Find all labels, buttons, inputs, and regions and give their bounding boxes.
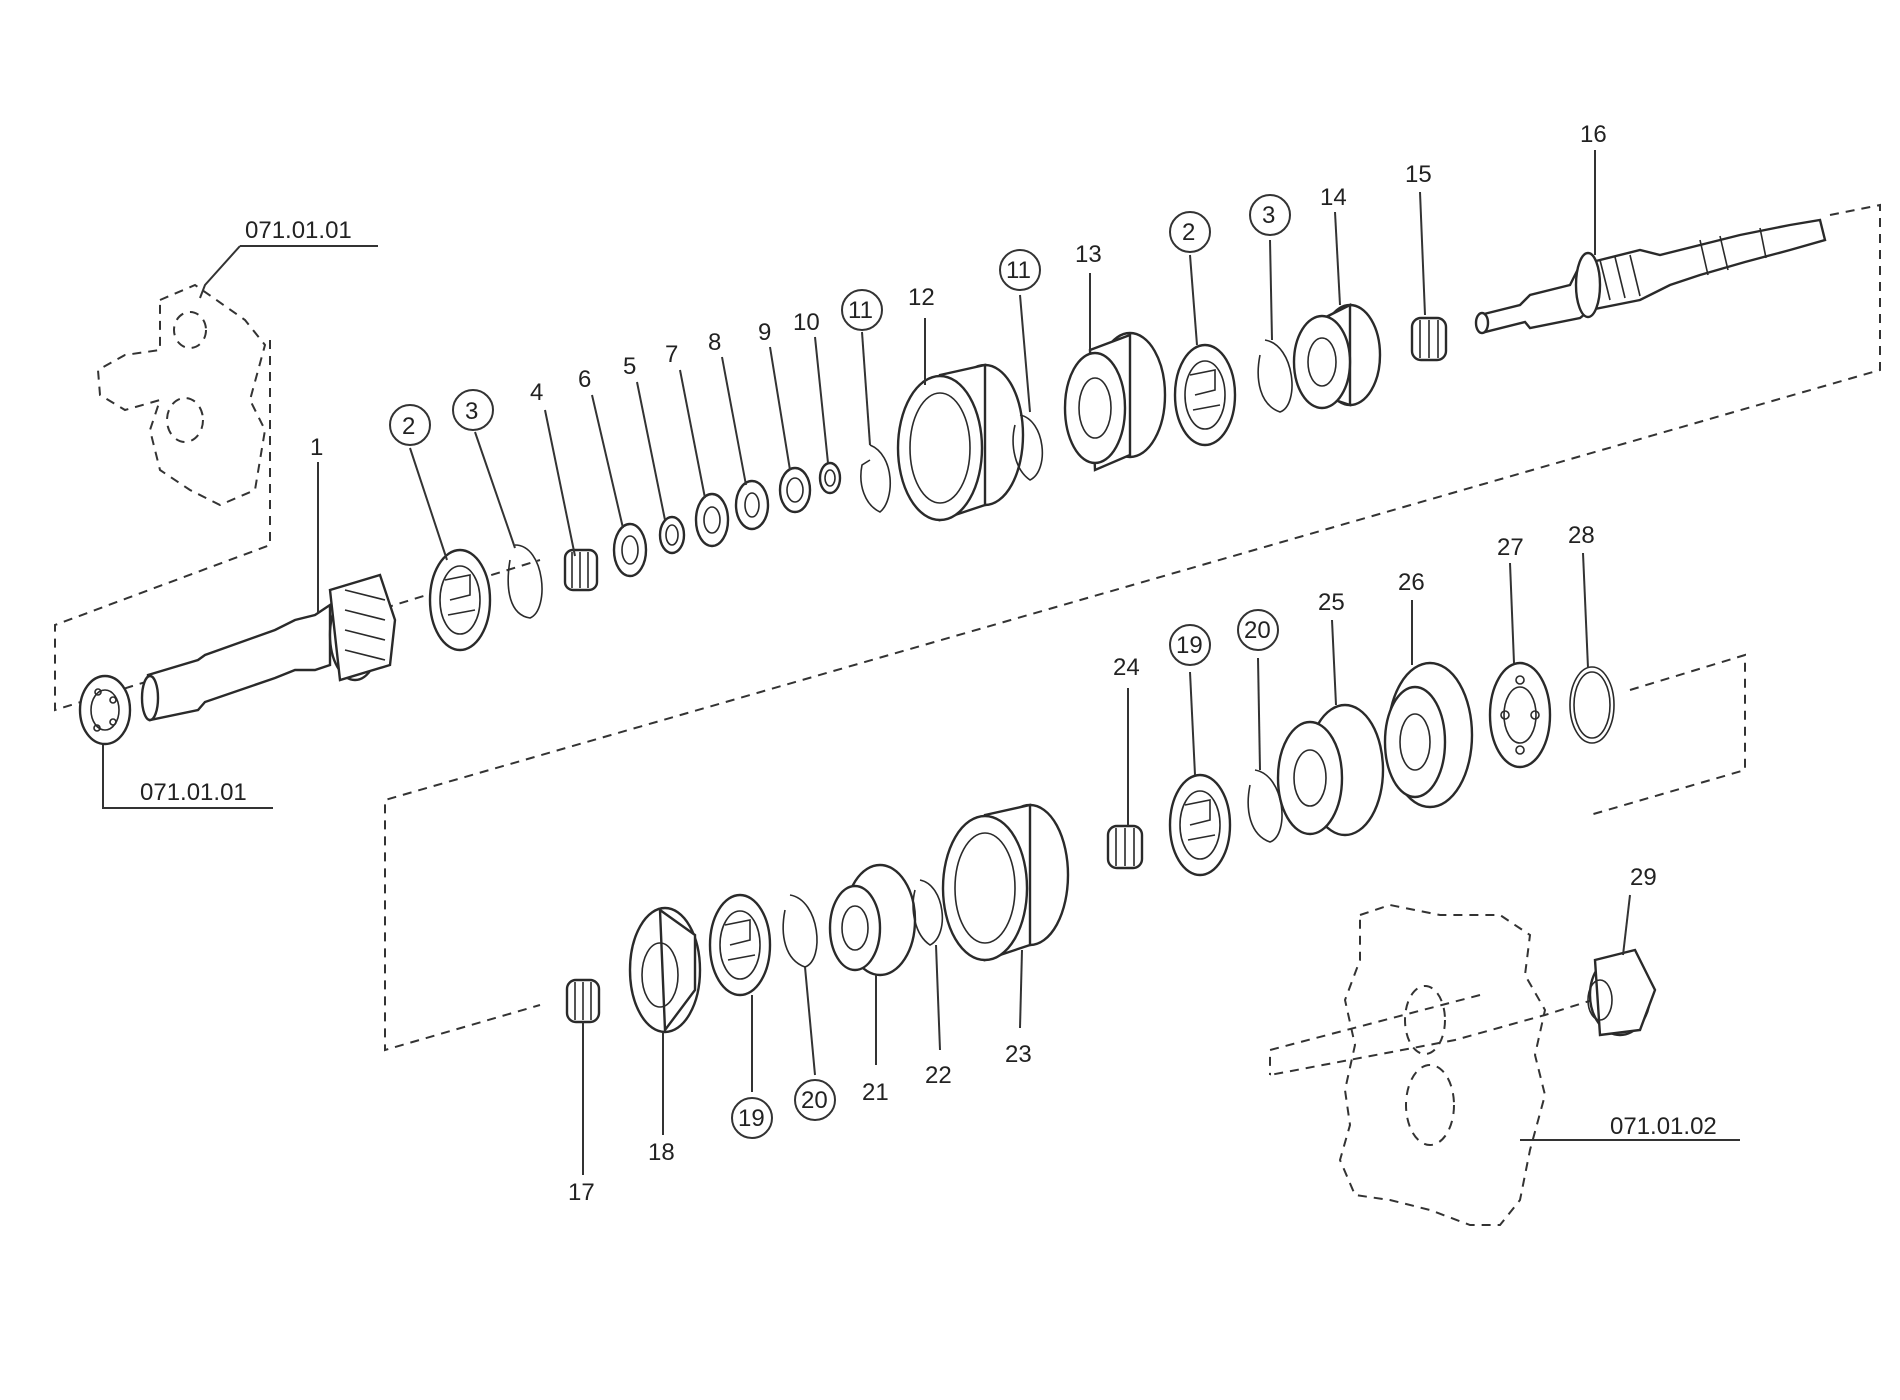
callout-27: 27 [1497,534,1524,561]
bearing-left-end [78,674,132,746]
synchro-sleeve-12 [896,363,1025,522]
callout-23: 23 [1005,1041,1032,1068]
synchro-ring-2a [428,548,492,652]
ref-label-top: 071.01.01 [199,217,378,299]
thrust-bearing-7 [694,492,730,548]
main-shaft-16 [1474,218,1827,335]
callout-10: 10 [793,309,820,336]
needle-bearing-17 [565,978,601,1024]
callout-15: 15 [1405,161,1432,188]
callout-11a: 11 [848,297,873,324]
callout-24: 24 [1113,654,1140,681]
ball-bearing-27 [1488,661,1552,769]
ref-text-right: 071.01.02 [1610,1113,1717,1140]
leader-lines [317,150,1631,1175]
callout-20a: 20 [801,1087,828,1114]
spring-ring-3a [507,544,543,619]
callout-19b: 19 [1176,632,1203,659]
callout-numbers: 1 2 3 4 6 5 7 8 9 10 11 12 11 13 2 3 14 … [310,121,1657,1206]
ref-text-left: 071.01.01 [140,779,247,806]
ref-label-left: 071.01.01 [102,742,273,809]
synchro-hub-25 [1276,703,1385,837]
callout-5: 5 [623,353,636,380]
thrust-washer-8 [734,479,770,531]
callout-8: 8 [708,329,721,356]
callout-14: 14 [1320,184,1347,211]
callout-3b: 3 [1262,202,1275,229]
bushing-6 [612,522,648,578]
callout-25: 25 [1318,589,1345,616]
phantom-cover-top [96,283,267,507]
synchro-hub-14 [1292,303,1382,410]
phantom-housing-bottom [1338,903,1547,1226]
spring-ring-20a [782,894,818,968]
callout-2b: 2 [1182,219,1195,246]
callout-1: 1 [310,434,323,461]
callout-20b: 20 [1244,617,1271,644]
needle-bearing-15 [1410,316,1448,362]
synchro-sleeve-23 [941,803,1070,962]
input-shaft [140,573,397,722]
callout-16: 16 [1580,121,1607,148]
callout-28: 28 [1568,522,1595,549]
gear-18 [628,906,702,1034]
circlip-11a [860,444,891,513]
synchro-ring-2b [1173,343,1237,447]
callout-19a: 19 [738,1105,765,1132]
callout-22: 22 [925,1062,952,1089]
callout-13: 13 [1075,241,1102,268]
snap-ring-28 [1569,666,1615,744]
housing-boundary [1269,968,1641,1076]
callout-4: 4 [530,379,543,406]
spring-ring-20b [1247,769,1283,843]
callout-12: 12 [908,284,935,311]
washer-5 [658,515,686,555]
synchro-ring-19b [1168,773,1232,877]
ref-text-top: 071.01.01 [245,217,352,244]
callout-circles [389,194,1291,1139]
callout-9: 9 [758,319,771,346]
ring-10 [818,461,842,495]
ref-label-right: 071.01.02 [1520,1113,1740,1141]
callout-2a: 2 [402,413,415,440]
synchro-ring-19a [708,893,772,997]
callout-29: 29 [1630,864,1657,891]
callout-26: 26 [1398,569,1425,596]
needle-bearing-4 [563,548,599,592]
callout-11b: 11 [1006,257,1031,284]
gear-26 [1383,661,1474,809]
callout-6: 6 [578,366,591,393]
lower-shaft-boundary [1589,653,1746,816]
circlip-11b [1012,414,1044,481]
circlip-22 [912,879,944,946]
callout-7: 7 [665,341,678,368]
callout-3a: 3 [465,398,478,425]
needle-bearing-24 [1106,824,1144,870]
callout-21: 21 [862,1079,889,1106]
roller-bearing-29 [1587,948,1657,1037]
gear-21 [828,863,917,977]
callout-18: 18 [648,1139,675,1166]
gear-13 [1063,331,1167,472]
callout-17: 17 [568,1179,595,1206]
spring-ring-3b [1257,339,1293,413]
washer-9 [778,466,812,514]
